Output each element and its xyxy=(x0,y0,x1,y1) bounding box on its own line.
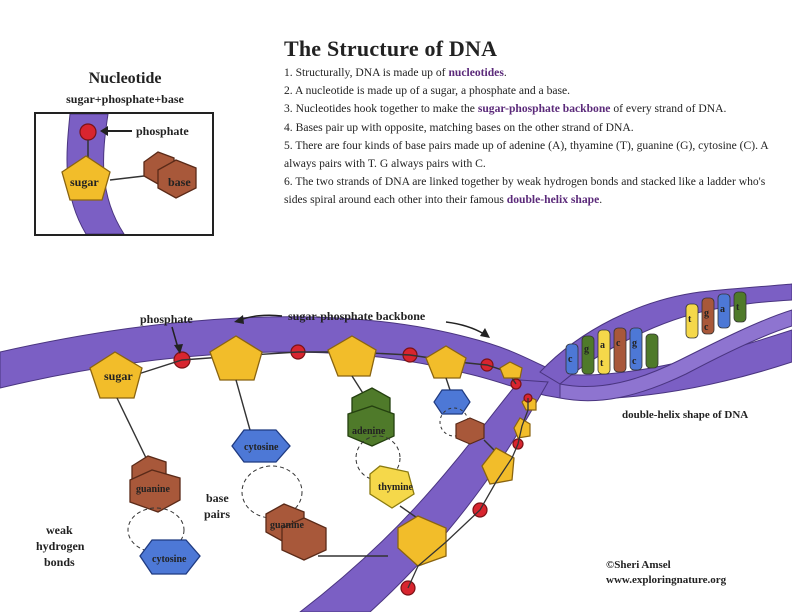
fact-1: 1. Structurally, DNA is made up of nucle… xyxy=(284,66,507,79)
arrow-head-icon xyxy=(480,328,490,338)
helix-letter: t xyxy=(600,358,604,369)
sugar-icon xyxy=(61,155,111,201)
helix-rung-8 xyxy=(701,297,715,335)
phosphate-pointer xyxy=(171,326,179,349)
label-guanine: guanine xyxy=(270,520,304,531)
helix-rung-1 xyxy=(565,343,579,375)
backbone-arrow-right xyxy=(445,321,485,335)
thymine-icon xyxy=(369,465,415,509)
label-guanine: guanine xyxy=(136,484,170,495)
label-base-pairs-2: pairs xyxy=(204,507,230,521)
nucleotide-illustration: phosphate sugar base xyxy=(61,113,197,235)
label-weak-1: weak xyxy=(46,523,73,537)
label-weak-2: hydrogen xyxy=(36,539,85,553)
label-phosphate: phosphate xyxy=(136,124,189,138)
credit-author: ©Sheri Amsel xyxy=(606,559,671,571)
helix-rungs xyxy=(565,291,747,375)
facts-list: 1. Structurally, DNA is made up of nucle… xyxy=(284,64,774,210)
credit: ©Sheri Amsel www.exploringnature.org xyxy=(606,558,726,588)
page-title: The Structure of DNA xyxy=(284,36,498,61)
label-cytosine: cytosine xyxy=(244,442,279,453)
base-bond xyxy=(445,377,451,391)
arrow-head-icon xyxy=(174,344,183,354)
base-bond xyxy=(109,175,145,181)
top-backbone-bonds xyxy=(131,351,517,385)
sugar-icon xyxy=(209,335,263,381)
fact-4: 4. Bases pair up with opposite, matching… xyxy=(284,120,634,134)
helix-letter: c xyxy=(568,354,573,365)
helix-rung-4 xyxy=(613,327,627,373)
helix-letter: c xyxy=(704,322,709,333)
fact-6: 6. The two strands of DNA are linked tog… xyxy=(284,175,766,207)
arrow-head-icon xyxy=(234,315,244,324)
helix-rung-9 xyxy=(717,293,731,329)
helix-letter: g xyxy=(632,338,637,349)
helix-rung-3 xyxy=(597,329,611,375)
nucleotide-title: Nucleotide xyxy=(88,70,162,87)
helix-rung-6 xyxy=(645,333,659,369)
sugar-icon xyxy=(499,361,523,379)
arrow-head-icon xyxy=(100,126,108,136)
label-base-pairs-1: base xyxy=(206,491,229,505)
keyword-double-helix: double-helix shape xyxy=(506,193,600,207)
credit-website: www.exploringnature.org xyxy=(606,574,727,586)
label-adenine: adenine xyxy=(352,426,386,437)
label-sugar: sugar xyxy=(70,175,99,189)
sugar-icon xyxy=(327,335,377,377)
fact-5: 5. There are four kinds of base pairs ma… xyxy=(284,138,768,171)
label-weak-3: bonds xyxy=(44,555,75,569)
fact-2: 2. A nucleotide is made up of a sugar, a… xyxy=(284,84,571,98)
label-cytosine: cytosine xyxy=(152,554,187,565)
cytosine-icon xyxy=(231,429,291,463)
cytosine-icon xyxy=(433,389,471,415)
keyword-nucleotides: nucleotides xyxy=(448,66,504,79)
label-sugar: sugar xyxy=(104,369,133,383)
label-backbone: sugar-phosphate backbone xyxy=(288,309,426,323)
lower-backbone-bonds xyxy=(407,398,529,589)
cytosine-icon xyxy=(139,539,201,575)
helix-rung-2 xyxy=(581,335,595,375)
helix-letters: c g a c g t c t g a c t xyxy=(568,302,740,369)
helix-rung-7 xyxy=(685,303,699,339)
sugar-icon xyxy=(481,447,515,485)
base-ring-2 xyxy=(157,159,197,199)
base-bond xyxy=(235,379,251,431)
guanine-icon xyxy=(455,417,485,445)
label-double-helix: double-helix shape of DNA xyxy=(622,409,748,421)
sugar-icon xyxy=(425,345,467,379)
keyword-backbone: sugar-phosphate backbone xyxy=(477,102,611,116)
label-base: base xyxy=(168,175,191,189)
helix-letter: g xyxy=(584,344,589,355)
label-phosphate: phosphate xyxy=(140,312,193,326)
guanine-ring-2 xyxy=(281,517,327,561)
helix-letter: a xyxy=(720,304,725,315)
helix-letter: t xyxy=(736,302,740,313)
helix-rung-10 xyxy=(733,291,747,323)
helix-letter: g xyxy=(704,308,709,319)
helix-letter: a xyxy=(600,340,605,351)
helix-letter: t xyxy=(688,314,692,325)
nucleotide-subtitle: sugar+phosphate+base xyxy=(66,92,184,106)
hydrogen-bond xyxy=(127,507,185,553)
fact-3: 3. Nucleotides hook together to make the… xyxy=(284,102,727,116)
hydrogen-bond xyxy=(355,435,401,481)
helix-strand-b xyxy=(559,309,792,402)
label-thymine: thymine xyxy=(378,482,414,493)
guanine-ring-2 xyxy=(129,469,181,513)
nucleotide-box: phosphate sugar base xyxy=(34,112,214,236)
helix-letter: c xyxy=(632,356,637,367)
helix-letter: c xyxy=(616,338,621,349)
lower-backbone-strand xyxy=(299,379,549,612)
helix-rung-5 xyxy=(629,327,643,371)
base-bond xyxy=(116,397,149,463)
